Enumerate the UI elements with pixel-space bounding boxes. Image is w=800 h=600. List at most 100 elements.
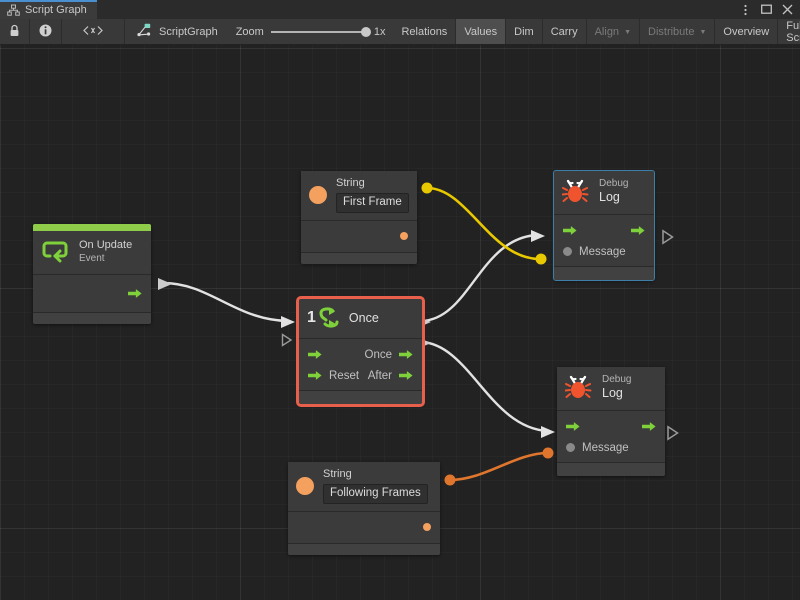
string-value-input[interactable]: First Frame: [336, 193, 409, 214]
after-output-label: After: [367, 369, 392, 382]
flow-output-arrow[interactable]: [631, 225, 645, 236]
node-title: String: [323, 468, 352, 480]
node-debug-log-bottom[interactable]: Debug Log Message: [557, 367, 665, 476]
zoom-slider-handle[interactable]: [360, 26, 371, 37]
flow-output-arrow[interactable]: [642, 421, 656, 432]
once-output[interactable]: Once: [365, 349, 414, 361]
message-input-dot[interactable]: [566, 443, 575, 452]
toolbar-dim-label: Dim: [514, 25, 534, 38]
graph-toolbar: ScriptGraph Zoom 1x Relations Values Dim…: [0, 19, 800, 45]
toolbar-carry-label: Carry: [550, 25, 578, 38]
node-accent-bar: [33, 224, 151, 231]
toolbar-align-label: Align: [594, 25, 620, 38]
node-ports: [301, 221, 417, 253]
chevron-down-icon: ▼: [699, 29, 707, 36]
node-title-group: On Update Event: [79, 239, 132, 265]
wire-once-to-debuglog-top[interactable]: [417, 230, 545, 328]
flow-output-arrow[interactable]: [128, 288, 142, 299]
debug-log-top-output-connector[interactable]: [661, 229, 675, 245]
wire-after-to-debuglog-bottom[interactable]: [417, 337, 555, 438]
node-header: Debug Log: [554, 171, 654, 215]
node-subtitle: Debug: [599, 178, 629, 190]
toolbar-distribute-label: Distribute: [648, 25, 695, 38]
node-subtitle: Event: [79, 252, 105, 264]
toolbar-full-screen-label: Full Screen: [786, 19, 800, 44]
zoom-slider[interactable]: [270, 26, 371, 37]
script-graph-node-icon: [137, 23, 151, 40]
node-title: Once: [348, 311, 379, 325]
once-reset-input[interactable]: Reset: [308, 370, 359, 382]
debug-log-bottom-output-connector[interactable]: [666, 425, 680, 441]
message-port-group: Message: [563, 246, 626, 258]
string-output-dot[interactable]: [423, 523, 431, 532]
node-header: On Update Event: [33, 231, 151, 275]
script-graph-icon: [7, 4, 20, 17]
toolbar-values[interactable]: Values: [456, 19, 507, 44]
message-input-dot[interactable]: [563, 247, 572, 256]
toolbar-values-label: Values: [464, 25, 498, 38]
wire-followingframes-to-debuglog-bottom-message[interactable]: [444, 447, 554, 486]
toolbar-relations-label: Relations: [401, 25, 448, 38]
node-on-update[interactable]: On Update Event: [33, 224, 151, 324]
node-title-group: Debug Log: [602, 374, 631, 401]
node-title-group: String First Frame: [336, 177, 409, 214]
node-header: 1 Once: [299, 299, 422, 339]
toolbar-dim[interactable]: Dim: [506, 19, 543, 44]
graph-name-label: ScriptGraph: [159, 25, 218, 38]
node-footer: [554, 266, 654, 280]
code-brackets-icon: [82, 25, 104, 39]
after-output[interactable]: After: [368, 370, 413, 382]
string-output-dot[interactable]: [400, 232, 408, 241]
once-reset-input-connector[interactable]: [281, 333, 293, 347]
toolbar-carry[interactable]: Carry: [543, 19, 587, 44]
flow-input-arrow[interactable]: [563, 225, 577, 236]
event-loop-icon: [42, 239, 70, 265]
more-options-icon[interactable]: [739, 4, 751, 16]
zoom-label: Zoom: [235, 25, 264, 38]
toolbar-distribute[interactable]: Distribute ▼: [640, 19, 716, 44]
lock-icon: [9, 24, 20, 40]
once-reset-label: Reset: [329, 369, 360, 382]
once-counter-icon: 1: [307, 306, 340, 330]
message-label: Message: [582, 441, 629, 454]
node-debug-log-top[interactable]: Debug Log Message: [553, 170, 655, 281]
wire-onupdate-to-once[interactable]: [158, 278, 295, 328]
node-string-first-frame[interactable]: String First Frame: [301, 171, 417, 265]
toolbar-relations[interactable]: Relations: [393, 19, 457, 44]
node-header: String Following Frames: [288, 462, 440, 513]
info-button[interactable]: [30, 19, 62, 44]
close-icon[interactable]: [781, 4, 793, 16]
port-row-value-output: [301, 226, 417, 246]
wire-firstframe-to-debuglog-top-message[interactable]: [421, 182, 547, 265]
zoom-control[interactable]: Zoom 1x: [228, 19, 394, 44]
port-row-message: Message: [557, 437, 665, 458]
maximize-icon[interactable]: [760, 4, 772, 16]
once-counter-label: 1: [307, 309, 316, 326]
port-row-message: Message: [554, 241, 654, 262]
lock-button[interactable]: [0, 19, 30, 44]
once-enter-input[interactable]: [308, 349, 322, 360]
toolbar-overview[interactable]: Overview: [715, 19, 779, 44]
graph-canvas[interactable]: On Update Event String First: [0, 45, 800, 600]
info-icon: [39, 24, 52, 40]
message-label: Message: [579, 245, 626, 258]
toolbar-align[interactable]: Align ▼: [587, 19, 640, 44]
port-row-flow-output: [33, 283, 151, 303]
debug-bug-icon: [562, 178, 590, 206]
code-button[interactable]: [62, 19, 125, 44]
flow-input-arrow[interactable]: [566, 421, 580, 432]
message-port-group: Message: [566, 442, 629, 454]
node-footer: [301, 252, 417, 265]
graph-name-button[interactable]: ScriptGraph: [125, 19, 228, 44]
node-footer: [557, 462, 665, 476]
node-footer: [299, 390, 422, 404]
node-string-following-frames[interactable]: String Following Frames: [288, 462, 440, 556]
tab-script-graph[interactable]: Script Graph: [0, 0, 97, 19]
node-once[interactable]: 1 Once Once: [296, 296, 425, 407]
node-title: Log: [599, 190, 620, 205]
node-header: Debug Log: [557, 367, 665, 411]
toolbar-right-group: Relations Values Dim Carry Align ▼ Distr…: [393, 19, 800, 44]
toolbar-full-screen[interactable]: Full Screen: [778, 19, 800, 44]
string-value-input[interactable]: Following Frames: [323, 484, 428, 505]
